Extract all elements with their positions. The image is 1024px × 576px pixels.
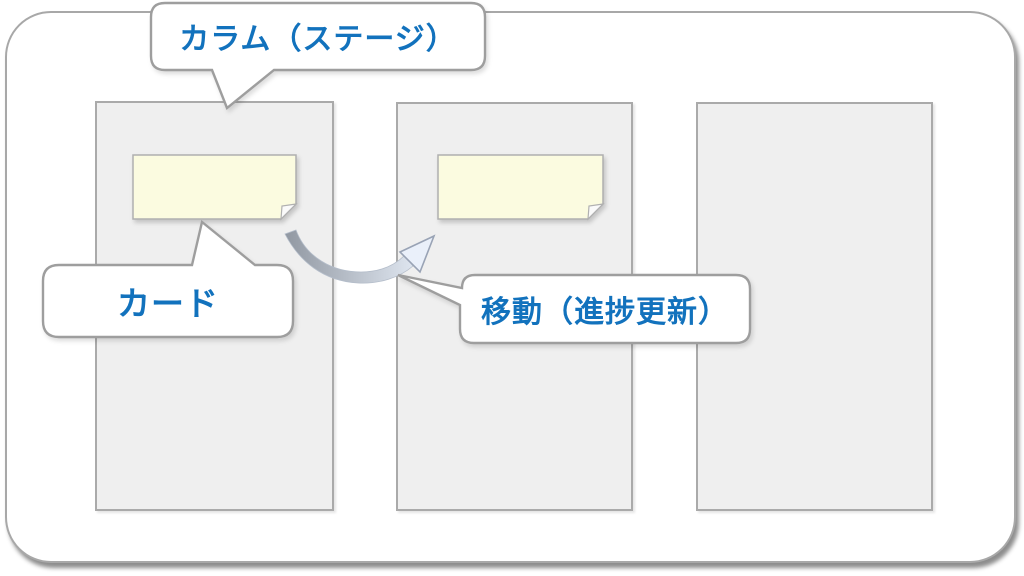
move-arrow-icon (284, 229, 436, 284)
callout-column-bubble (149, 1, 487, 110)
card-2 (437, 154, 605, 221)
callout-card-bubble (41, 219, 295, 339)
callout-move-bubble (397, 273, 752, 345)
card-1 (132, 154, 298, 221)
